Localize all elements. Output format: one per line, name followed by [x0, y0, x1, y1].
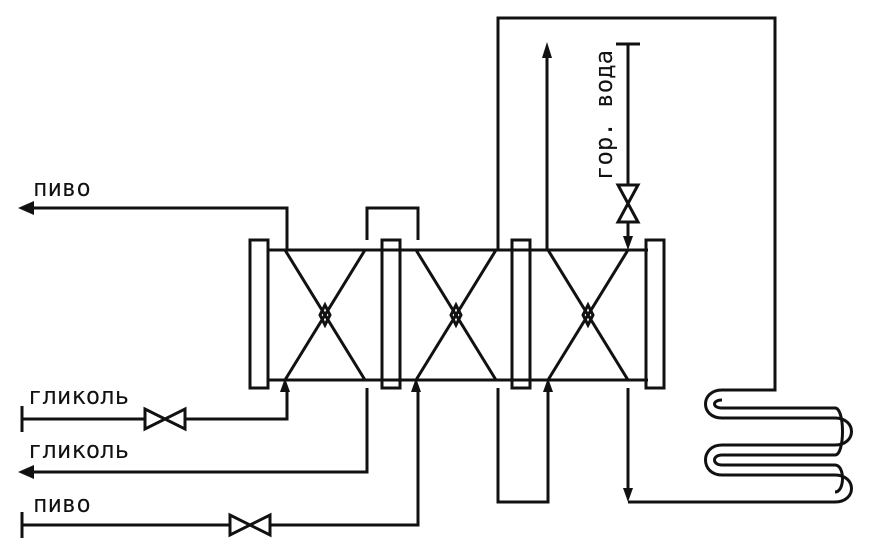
label-beer-out: пиво [33, 174, 91, 202]
glycol-outlet-line [18, 388, 369, 479]
separator-plate-2 [510, 238, 532, 390]
valve-icon [143, 406, 187, 432]
arrow-up-icon [542, 42, 552, 58]
outer-return-pipe [496, 16, 777, 392]
label-beer-in: пиво [33, 490, 91, 518]
section-1-flow-cross [283, 249, 367, 381]
arrow-down-icon [623, 236, 633, 250]
cooling-coil [628, 388, 853, 504]
hot-water-line [615, 42, 641, 250]
arrow-left-icon [18, 465, 34, 479]
inlet-arrow-2 [411, 378, 421, 392]
beer-inlet-line [20, 390, 420, 538]
heat-exchanger [248, 238, 666, 392]
separator-plate-1 [380, 238, 402, 390]
end-plate-right [644, 238, 666, 390]
beer-outlet-line [18, 201, 289, 250]
arrow-down-icon [623, 488, 633, 502]
valve-icon [228, 512, 272, 538]
section-3-outlet-up [542, 42, 552, 250]
glycol-inlet-line [20, 390, 289, 432]
end-plate-left [248, 238, 270, 390]
coil-return-line [623, 388, 633, 502]
label-glycol-in: гликоль [28, 382, 129, 410]
bridge-pipe-top [365, 206, 420, 240]
label-hot-water: гор. вода [590, 50, 618, 180]
inlet-arrow-3 [543, 378, 553, 392]
valve-icon [615, 183, 641, 224]
section-3-flow-cross [546, 249, 630, 381]
arrow-left-icon [18, 201, 34, 215]
crossover-pipe-bottom [496, 388, 550, 504]
section-2-flow-cross [414, 249, 498, 381]
label-glycol-out: гликоль [28, 436, 129, 464]
inlet-arrow-1 [280, 378, 290, 392]
